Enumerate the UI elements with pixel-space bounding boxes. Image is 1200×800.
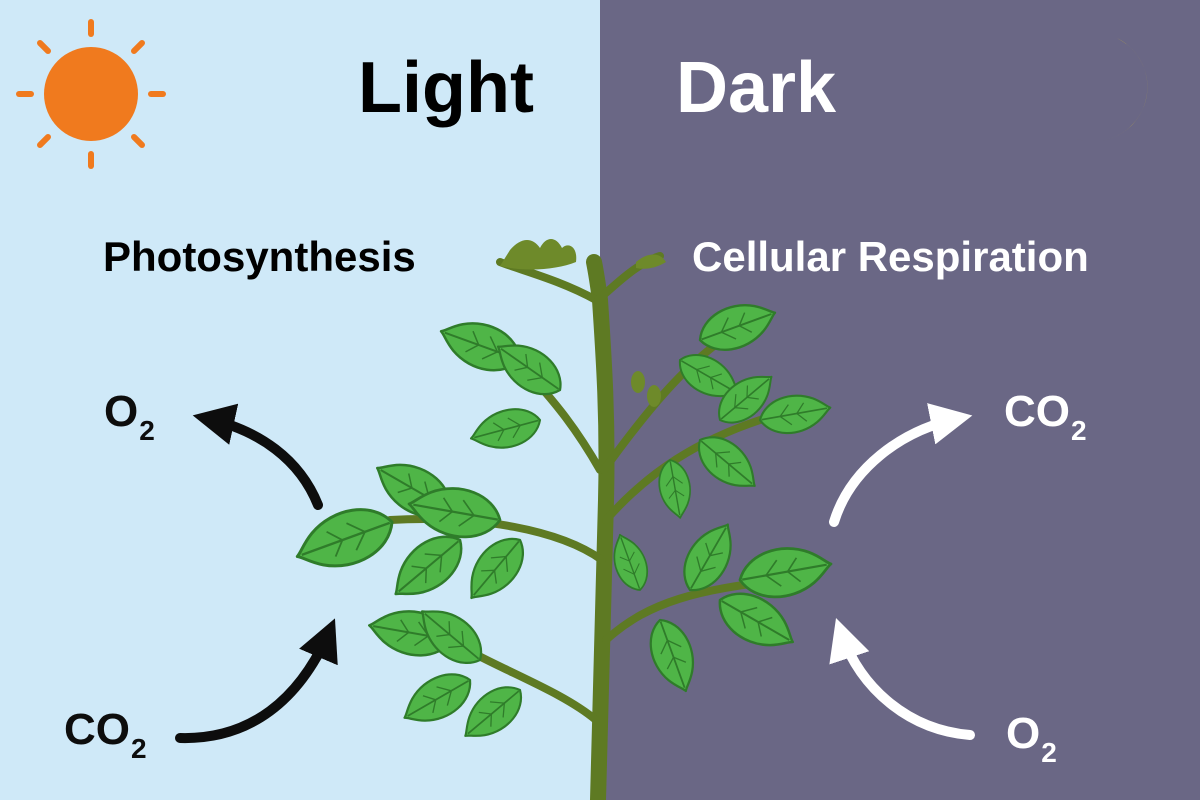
photosynthesis-label: Photosynthesis	[103, 233, 416, 280]
light-title: Light	[358, 48, 534, 128]
respiration-label: Cellular Respiration	[692, 233, 1089, 280]
gas-subscript: 2	[131, 733, 147, 764]
gas-formula: CO	[1004, 387, 1070, 436]
light-output-gas: O2	[104, 387, 155, 445]
gas-formula: O	[104, 387, 139, 436]
gas-subscript: 2	[1041, 737, 1057, 768]
dark-background	[600, 0, 1200, 800]
light-input-arrow	[175, 618, 338, 744]
sun-icon	[16, 19, 166, 169]
gas-formula: O	[1006, 709, 1041, 758]
dark-input-arrow	[829, 618, 975, 740]
gas-subscript: 2	[139, 415, 155, 446]
plant-illustration	[286, 239, 837, 800]
gas-formula: CO	[64, 705, 130, 754]
dark-output-arrow	[829, 403, 973, 527]
dark-output-gas: CO2	[1004, 387, 1087, 445]
light-output-arrow	[192, 403, 323, 510]
light-input-gas: CO2	[64, 705, 147, 763]
dark-input-gas: O2	[1006, 709, 1057, 767]
dark-title: Dark	[676, 48, 837, 128]
gas-subscript: 2	[1071, 415, 1087, 446]
